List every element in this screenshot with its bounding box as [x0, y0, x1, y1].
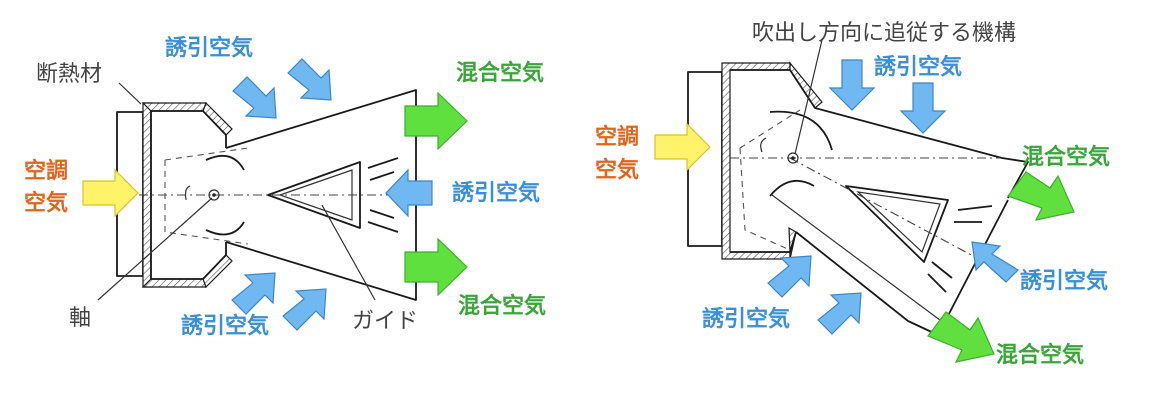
guide-label: ガイド — [352, 309, 418, 334]
induced-air-arrow — [899, 82, 947, 134]
left-diagram: 断熱材 空調 空気 軸 ガイド 誘引空気 誘引空気 誘引空気 混合空気 混合空気 — [24, 35, 546, 339]
guide-triangle — [845, 185, 949, 263]
conditioned-air-arrow — [82, 168, 139, 218]
induced-air-label: 誘引空気 — [165, 35, 253, 61]
insulation-top-slope — [789, 61, 823, 109]
mixed-air-label: 混合空気 — [456, 60, 544, 86]
induced-air-arrow — [971, 241, 1019, 283]
conditioned-air-label: 空気 — [24, 190, 68, 216]
induced-air-label: 誘引空気 — [874, 54, 962, 80]
induced-air-label: 誘引空気 — [452, 180, 540, 206]
conditioned-air-label: 空調 — [595, 124, 639, 150]
guide-leader — [321, 204, 376, 301]
right-diagram: 吹出し方向に追従する機構 空調 空気 誘引空気 誘引空気 誘引空気 混合空気 混… — [595, 21, 1110, 368]
conditioned-air-label: 空気 — [595, 157, 639, 183]
shaft-circle — [787, 152, 799, 164]
induced-air-arrow — [828, 59, 876, 111]
mixed-air-arrow — [1007, 171, 1075, 221]
insulation-label: 断熱材 — [36, 62, 102, 87]
induced-air-arrow — [231, 272, 276, 315]
insulation-leader — [118, 82, 142, 105]
induced-air-arrow — [385, 168, 433, 218]
mixed-air-label: 混合空気 — [996, 342, 1084, 368]
conditioned-air-label: 空調 — [24, 158, 68, 184]
tilted-center-line — [789, 157, 991, 266]
shaft-label: 軸 — [69, 306, 91, 331]
insulation-top-slope — [202, 101, 233, 136]
induced-air-arrow — [817, 292, 862, 335]
induced-air-arrow — [287, 58, 332, 101]
induced-air-arrow — [232, 76, 277, 119]
mixed-air-label: 混合空気 — [1022, 144, 1110, 170]
guide-triangle — [267, 161, 361, 229]
shaft-circle — [208, 189, 220, 201]
insulation-top — [141, 102, 207, 112]
insulation-bottom — [141, 278, 207, 288]
induced-air-label: 誘引空気 — [702, 306, 790, 332]
insulation-bottom-slope — [202, 254, 233, 289]
induced-air-label: 誘引空気 — [1020, 268, 1108, 294]
mechanism-label: 吹出し方向に追従する機構 — [752, 21, 1016, 46]
mixed-air-label: 混合空気 — [458, 293, 546, 319]
conditioned-air-arrow — [654, 122, 711, 172]
induced-air-label: 誘引空気 — [181, 313, 269, 339]
mixed-air-arrow — [927, 311, 995, 363]
mixed-air-arrow — [404, 237, 468, 297]
nozzle-body — [814, 107, 1029, 199]
insulation-layer — [721, 62, 791, 260]
induced-air-arrow — [282, 288, 327, 331]
induced-air-arrow — [767, 255, 812, 298]
mechanism-leader — [794, 39, 823, 155]
mixed-air-arrow — [404, 91, 468, 151]
shaft-leader — [97, 197, 213, 301]
